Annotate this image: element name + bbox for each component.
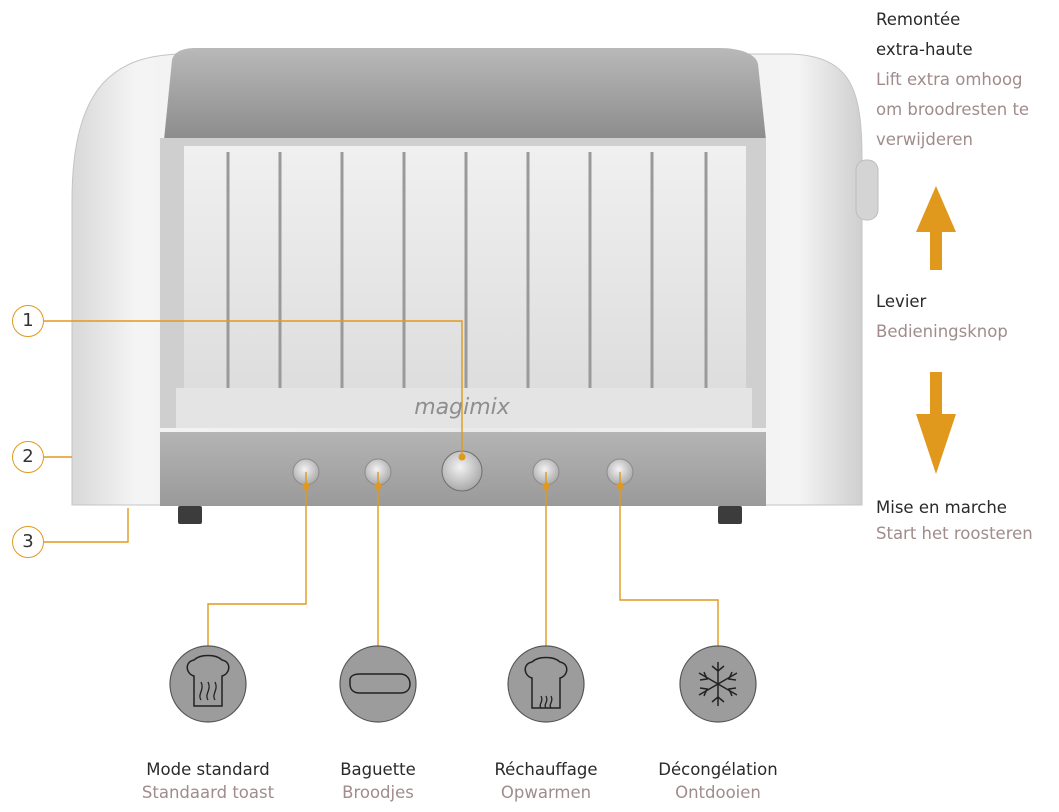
- callout-dot-1: [458, 453, 466, 461]
- callout-line-3: [44, 508, 129, 543]
- mode-fr-defrost: Décongélation: [658, 760, 778, 779]
- foot-right: [718, 506, 742, 524]
- arrow-up-icon: [916, 186, 956, 270]
- mode-line-defrost: [619, 472, 719, 648]
- snowflake-icon: [698, 662, 738, 706]
- baguette-icon: [349, 673, 411, 694]
- mode-nl-standard: Standaard toast: [141, 783, 275, 802]
- lever-mid-fr: Levier: [876, 292, 927, 311]
- callout-badge-1: 1: [12, 305, 44, 337]
- foot-left: [178, 506, 202, 524]
- lever-down-fr: Mise en marche: [876, 498, 1007, 517]
- callout-lines: [44, 320, 719, 648]
- mode-line-standard: [207, 472, 307, 648]
- lever-up-nl-1: Lift extra omhoog: [876, 70, 1023, 89]
- lever-up-nl-3: verwijderen: [876, 130, 974, 149]
- mode-fr-reheat: Réchauffage: [494, 760, 598, 779]
- mode-label-defrost: Décongélation Ontdooien: [633, 758, 803, 804]
- mode-icon-reheat: [507, 645, 585, 723]
- mode-icon-defrost: [679, 645, 757, 723]
- toaster-side-knob: [855, 159, 879, 221]
- mode-nl-reheat: Opwarmen: [500, 783, 592, 802]
- callout-line-1: [44, 320, 463, 454]
- mode-label-standard: Mode standard Standaard toast: [123, 758, 293, 804]
- toast-warm-icon: [524, 656, 568, 709]
- mode-dot-standard: [302, 482, 310, 490]
- mode-icon-baguette: [339, 645, 417, 723]
- arrow-down-icon: [916, 372, 956, 474]
- mode-dot-baguette: [374, 482, 382, 490]
- window-bottom-rail: [176, 388, 752, 428]
- mode-fr-standard: Mode standard: [146, 760, 270, 779]
- mode-nl-baguette: Broodjes: [342, 783, 414, 802]
- lever-up-fr-1: Remontée: [876, 10, 961, 29]
- mode-dot-defrost: [616, 482, 624, 490]
- mode-fr-baguette: Baguette: [340, 760, 416, 779]
- toaster: magimix: [71, 48, 879, 524]
- mode-dot-reheat: [542, 482, 550, 490]
- callout-badge-2: 2: [12, 441, 44, 473]
- lever-up-fr-2: extra-haute: [876, 40, 973, 59]
- mode-label-baguette: Baguette Broodjes: [293, 758, 463, 804]
- toaster-top-cover: [164, 48, 766, 140]
- lever-up-nl-2: om broodresten te: [876, 100, 1030, 119]
- mode-icon-standard: [169, 645, 247, 723]
- callout-badge-3: 3: [12, 526, 44, 558]
- mode-label-reheat: Réchauffage Opwarmen: [461, 758, 631, 804]
- lever-mid-nl: Bedieningsknop: [876, 322, 1008, 341]
- lever-down-nl: Start het roosteren: [876, 524, 1033, 543]
- toast-steam-icon: [186, 654, 230, 707]
- mode-nl-defrost: Ontdooien: [675, 783, 761, 802]
- heating-grill: [226, 152, 708, 392]
